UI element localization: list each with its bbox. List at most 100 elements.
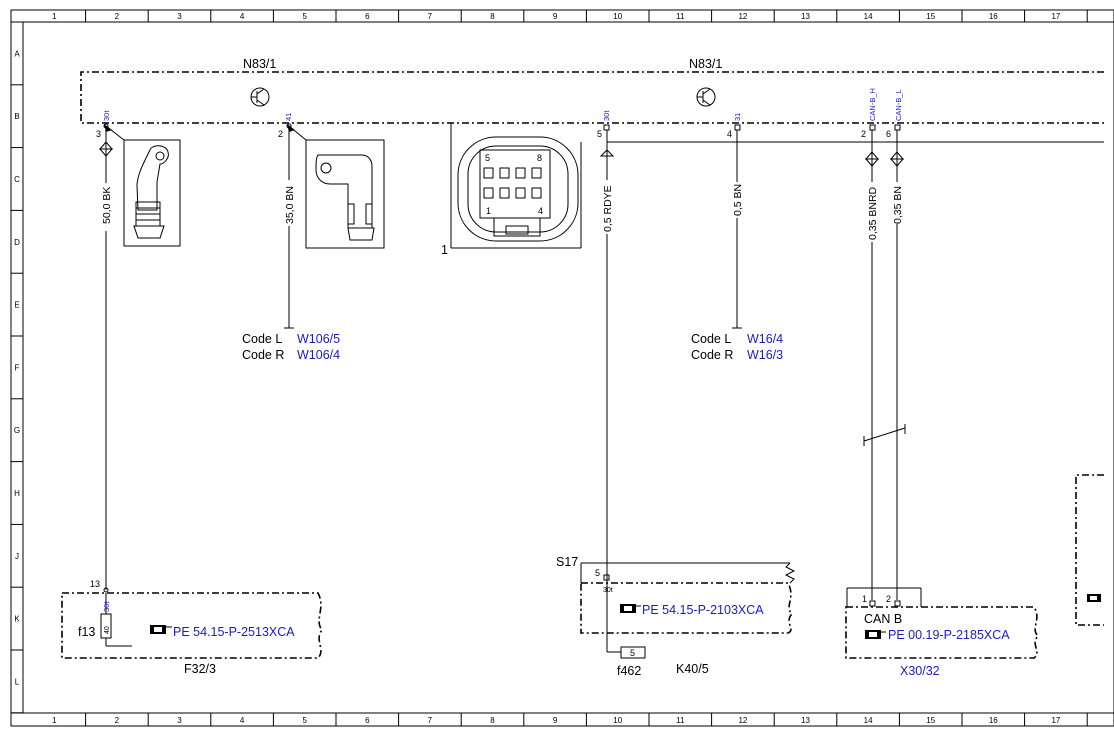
reference-f32[interactable]: PE 54.15-P-2513XCA: [173, 625, 295, 639]
terminal-stud-41-picture: [287, 124, 385, 249]
grid-column-bottom: 17: [1051, 716, 1060, 725]
grid-column-top: 2: [115, 12, 120, 21]
pointing-hand-icon[interactable]: [865, 630, 886, 639]
grid-row-label: L: [15, 677, 20, 686]
reference-can[interactable]: PE 00.19-P-2185XCA: [888, 628, 1010, 642]
pin-5: 5: [597, 129, 602, 139]
grid-column-top: 7: [428, 12, 433, 21]
grid-column-bottom: 10: [613, 716, 622, 725]
sheet-frame: [10, 9, 1114, 727]
pin-3: 3: [96, 129, 101, 139]
x30-32-label[interactable]: X30/32: [900, 664, 940, 678]
grid-column-bottom: 15: [926, 716, 935, 725]
grid-column-top: 10: [613, 12, 622, 21]
grid-column-top: 13: [801, 12, 810, 21]
s17-pin-30t: 30t: [603, 587, 613, 594]
wire-labels: 50,0 BK 35,0 BN 0,5 RDYE 0,5 BN 0,35 BNR…: [101, 180, 904, 242]
reference-s17[interactable]: PE 54.15-P-2103XCA: [642, 603, 764, 617]
grid-row-label: H: [14, 489, 20, 498]
connector-pin-4: 4: [538, 206, 543, 216]
f32-3-label: F32/3: [184, 662, 216, 676]
grid-column-top: 15: [926, 12, 935, 21]
pin-5-term: 30t: [602, 110, 611, 121]
ground2-code-r: Code R: [691, 348, 733, 362]
n83-1-housing: [80, 71, 1104, 124]
ground2-value-r[interactable]: W16/3: [747, 348, 783, 362]
wire-label-w1: 50,0 BK: [101, 187, 113, 224]
f462-pin-5: 5: [630, 648, 635, 658]
grid-row-label: G: [14, 426, 20, 435]
grid-layer: 1122334455667788991010111112121313141415…: [11, 10, 1088, 726]
grid-column-top: 3: [177, 12, 182, 21]
wire-label-w2: 35,0 BN: [284, 186, 296, 224]
plug-connection-symbols: [98, 141, 905, 167]
grid-column-top: 8: [490, 12, 495, 21]
wire-label-w6: 0,35 BN: [892, 186, 904, 224]
grid-row-label: F: [15, 363, 20, 372]
connector-pin-1: 1: [486, 206, 491, 216]
f32-pin-13: 13: [90, 579, 100, 589]
pin-stubs: [103, 123, 901, 131]
wire-label-w5: 0,35 BNRD: [867, 186, 879, 240]
grid-column-top: 1: [52, 12, 57, 21]
wire-label-w3: 0,5 RDYE: [602, 185, 614, 232]
x30-pin-1: 1: [862, 594, 867, 604]
ground1-value-r[interactable]: W106/4: [297, 348, 340, 362]
pointing-hand-icon[interactable]: [150, 625, 172, 634]
grid-column-bottom: 4: [240, 716, 245, 725]
grid-row-label: J: [15, 552, 19, 561]
fuse-f13-label: f13: [78, 625, 95, 639]
ground1-value-l[interactable]: W106/5: [297, 332, 340, 346]
fuse-f462-label: f462: [617, 664, 641, 678]
grid-column-bottom: 1: [52, 716, 57, 725]
grid-column-bottom: 13: [801, 716, 810, 725]
grid-column-bottom: 5: [302, 716, 307, 725]
ground1-code-l: Code L: [242, 332, 282, 346]
s17-label: S17: [556, 555, 578, 569]
s17-pin-5: 5: [595, 568, 600, 578]
n83-1-label-left: N83/1: [243, 57, 276, 71]
grid-column-bottom: 7: [428, 716, 433, 725]
grid-column-bottom: 11: [676, 716, 685, 725]
grid-column-top: 9: [553, 12, 558, 21]
grid-column-bottom: 2: [115, 716, 120, 725]
grid-column-top: 4: [240, 12, 245, 21]
grid-column-bottom: 6: [365, 716, 370, 725]
connector-label: 1: [441, 243, 448, 257]
grid-column-bottom: 12: [738, 716, 747, 725]
grid-column-top: 17: [1051, 12, 1060, 21]
grid-column-top: 14: [864, 12, 873, 21]
grid-row-label: C: [14, 175, 20, 184]
n83-1-label-right: N83/1: [689, 57, 722, 71]
pin-4-term: 31: [733, 113, 742, 121]
pin-4: 4: [727, 129, 732, 139]
grid-column-bottom: 14: [864, 716, 873, 725]
wire-label-w4: 0,5 BN: [732, 184, 744, 216]
ground2-value-l[interactable]: W16/4: [747, 332, 783, 346]
grid-column-top: 16: [989, 12, 998, 21]
transistor-icon: [250, 87, 270, 107]
s17-splice: [580, 562, 796, 584]
grid-column-bottom: 8: [490, 716, 495, 725]
grid-column-top: 12: [738, 12, 747, 21]
connector-pin-8: 8: [537, 153, 542, 163]
grid-column-bottom: 9: [553, 716, 558, 725]
grid-column-top: 11: [676, 12, 685, 21]
k40-5-housing: [580, 582, 794, 659]
grid-column-top: 6: [365, 12, 370, 21]
grid-row-label: E: [14, 301, 19, 310]
pin-can-l-term: CAN-B_L: [894, 89, 903, 121]
partial-component-right: [1075, 474, 1104, 626]
f13-pin-40: 40: [104, 626, 111, 634]
grid-row-label: D: [14, 238, 20, 247]
pin-can-h-term: CAN-B_H: [868, 88, 877, 121]
f32-3-housing: [61, 587, 324, 659]
x30-pin-2: 2: [886, 594, 891, 604]
pointing-hand-icon[interactable]: [620, 604, 641, 613]
grid-column-bottom: 3: [177, 716, 182, 725]
connector-pin-5: 5: [485, 153, 490, 163]
ground1-code-r: Code R: [242, 348, 284, 362]
terminal-stud-30t-picture: [104, 124, 181, 247]
grid-row-label: K: [14, 615, 20, 624]
